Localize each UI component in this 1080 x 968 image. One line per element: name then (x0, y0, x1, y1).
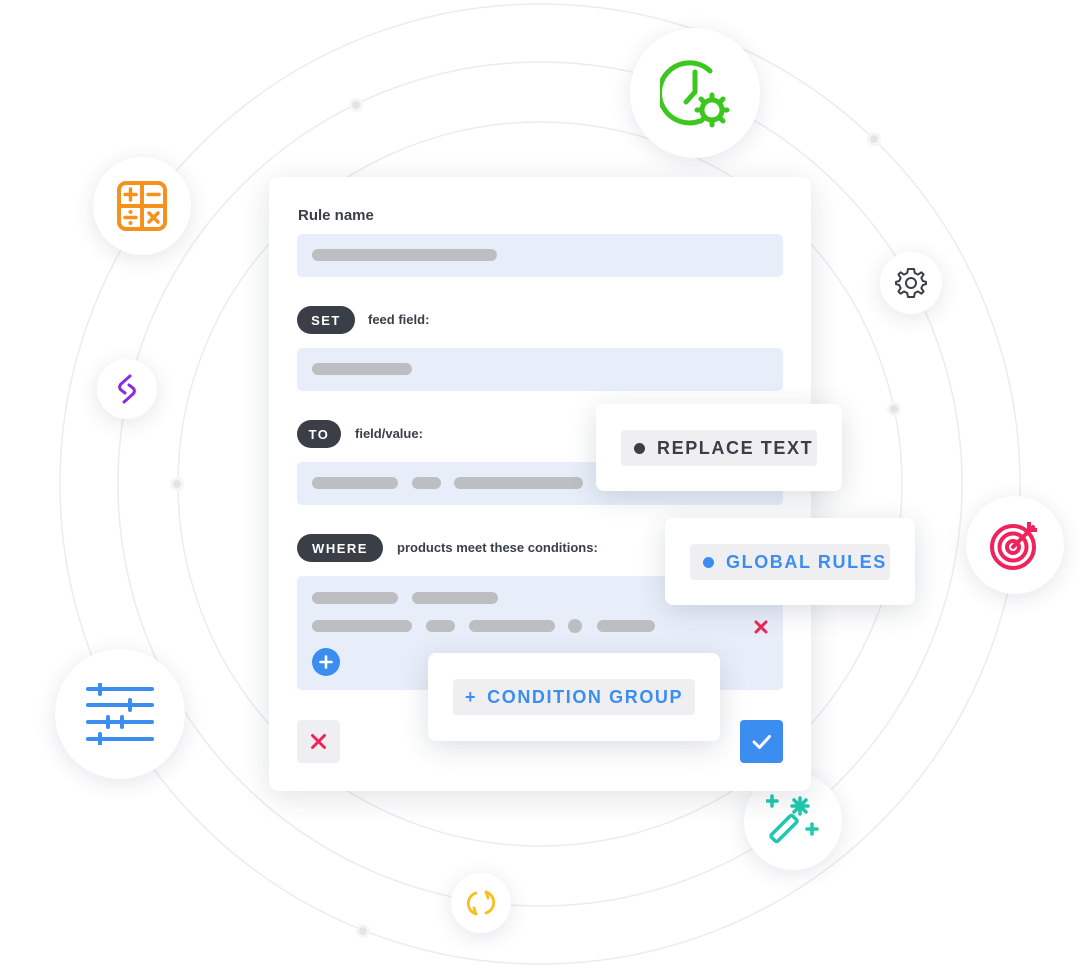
replace-text-option[interactable]: REPLACE TEXT (621, 430, 817, 466)
sliders-bubble (55, 649, 185, 779)
placeholder-bar (312, 363, 412, 375)
placeholder-bar (312, 620, 412, 632)
plus-icon (319, 655, 333, 669)
confirm-button[interactable] (740, 720, 783, 763)
set-badge: SET (297, 306, 355, 334)
option-dot (634, 442, 645, 454)
check-icon (752, 735, 771, 749)
sliders-icon (86, 683, 154, 745)
clock-gear-bubble (630, 28, 760, 158)
gear-bubble (880, 252, 942, 314)
close-icon (311, 734, 326, 749)
placeholder-bar (312, 592, 398, 604)
target-icon (990, 522, 1037, 570)
target-bubble (966, 496, 1064, 594)
feed-field-select[interactable] (297, 348, 783, 391)
calculator-icon (117, 181, 167, 231)
replace-text-label: REPLACE TEXT (657, 437, 814, 458)
to-caption: field/value: (355, 426, 423, 441)
plus-icon: + (465, 686, 478, 707)
orbit-dot (356, 924, 370, 938)
placeholder-dot (568, 619, 582, 633)
magic-wand-icon (766, 794, 819, 844)
gear-icon (895, 268, 927, 298)
sync-icon (466, 890, 496, 916)
add-condition-group-button[interactable]: + CONDITION GROUP (453, 679, 695, 715)
option-dot (703, 556, 714, 568)
sync-bubble (451, 873, 511, 933)
condition-group-label: CONDITION GROUP (487, 686, 684, 707)
placeholder-bar (312, 477, 398, 489)
placeholder-bar (454, 477, 583, 489)
add-condition-button[interactable] (312, 648, 340, 676)
placeholder-bar (412, 592, 498, 604)
global-rules-popover: GLOBAL RULES (665, 518, 915, 605)
placeholder-bar (312, 249, 497, 261)
clock-gear-icon (660, 60, 730, 128)
link-bubble (97, 359, 157, 419)
placeholder-bar (597, 620, 655, 632)
placeholder-bar (412, 477, 441, 489)
replace-text-popover: REPLACE TEXT (596, 404, 842, 491)
link-icon (118, 374, 136, 404)
global-rules-label: GLOBAL RULES (726, 551, 887, 572)
condition-group-popover: + CONDITION GROUP (428, 653, 720, 741)
rule-name-input[interactable] (297, 234, 783, 277)
where-caption: products meet these conditions: (397, 540, 598, 555)
orbit-dot (867, 132, 881, 146)
orbit-dot (887, 402, 901, 416)
calculator-bubble (93, 157, 191, 255)
set-caption: feed field: (368, 312, 430, 327)
orbit-dot (170, 477, 184, 491)
to-badge: TO (297, 420, 341, 448)
rule-name-label: Rule name (298, 207, 374, 224)
cancel-button[interactable] (297, 720, 340, 763)
remove-condition-icon[interactable] (754, 620, 768, 634)
where-badge: WHERE (297, 534, 383, 562)
placeholder-bar (426, 620, 455, 632)
global-rules-option[interactable]: GLOBAL RULES (690, 544, 890, 580)
placeholder-bar (469, 620, 555, 632)
orbit-dot (349, 98, 363, 112)
